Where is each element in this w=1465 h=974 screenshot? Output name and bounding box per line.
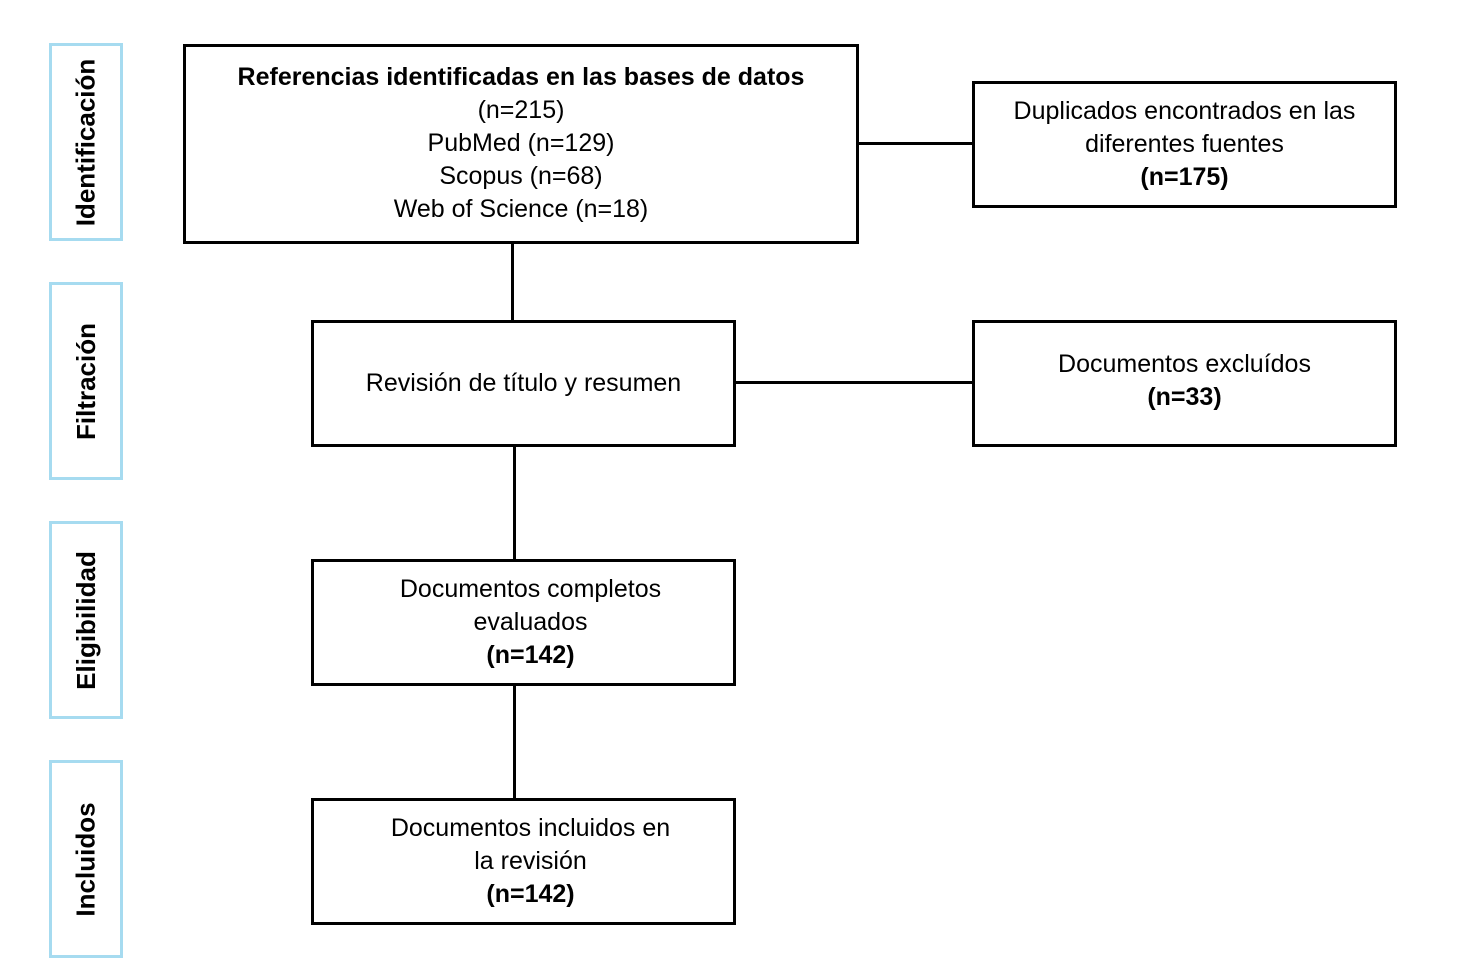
excluded-label: Documentos excluídos xyxy=(1058,349,1311,378)
included-line-2: la revisión xyxy=(474,847,587,875)
phase-incluidos: Incluidos xyxy=(49,760,123,958)
connector-screening-excluded xyxy=(735,381,974,384)
eligibility-line-1: Documentos completos xyxy=(399,575,662,603)
identified-title: Referencias identificadas en las bases d… xyxy=(237,62,805,91)
included-line-1: Documentos incluidos en xyxy=(390,814,671,842)
identified-source-wos: Web of Science (n=18) xyxy=(393,194,649,223)
phase-label-eligibilidad: Eligibilidad xyxy=(70,550,101,690)
connector-screening-eligibility xyxy=(513,446,516,561)
excluded-count: (n=33) xyxy=(1147,382,1222,411)
included-count: (n=142) xyxy=(486,880,575,908)
connector-eligibility-included xyxy=(513,685,516,800)
duplicates-box: Duplicados encontrados en las diferentes… xyxy=(972,81,1397,208)
identified-total: (n=215) xyxy=(477,95,565,124)
duplicates-line-1: Duplicados encontrados en las xyxy=(1013,97,1356,125)
duplicates-count: (n=175) xyxy=(1140,163,1229,191)
connector-identified-screening xyxy=(511,243,514,321)
phase-label-filtracion: Filtración xyxy=(70,322,101,440)
included-box: Documentos incluidos en la revisión (n=1… xyxy=(311,798,736,925)
connector-identified-duplicates xyxy=(858,142,974,145)
phase-filtracion: Filtración xyxy=(49,282,123,480)
identified-source-scopus: Scopus (n=68) xyxy=(439,161,603,190)
excluded-box: Documentos excluídos (n=33) xyxy=(972,320,1397,447)
phase-identificacion: Identificación xyxy=(49,43,123,241)
screening-label: Revisión de título y resumen xyxy=(365,369,682,397)
phase-eligibilidad: Eligibilidad xyxy=(49,521,123,719)
screening-box: Revisión de título y resumen xyxy=(311,320,736,447)
eligibility-box: Documentos completos evaluados (n=142) xyxy=(311,559,736,686)
phase-label-incluidos: Incluidos xyxy=(70,801,101,917)
identified-source-pubmed: PubMed (n=129) xyxy=(427,128,615,157)
duplicates-line-2: diferentes fuentes xyxy=(1085,130,1284,158)
identified-references-box: Referencias identificadas en las bases d… xyxy=(183,44,859,244)
eligibility-line-2: evaluados xyxy=(473,608,588,636)
phase-label-identificacion: Identificación xyxy=(70,58,101,226)
eligibility-count: (n=142) xyxy=(486,641,575,669)
